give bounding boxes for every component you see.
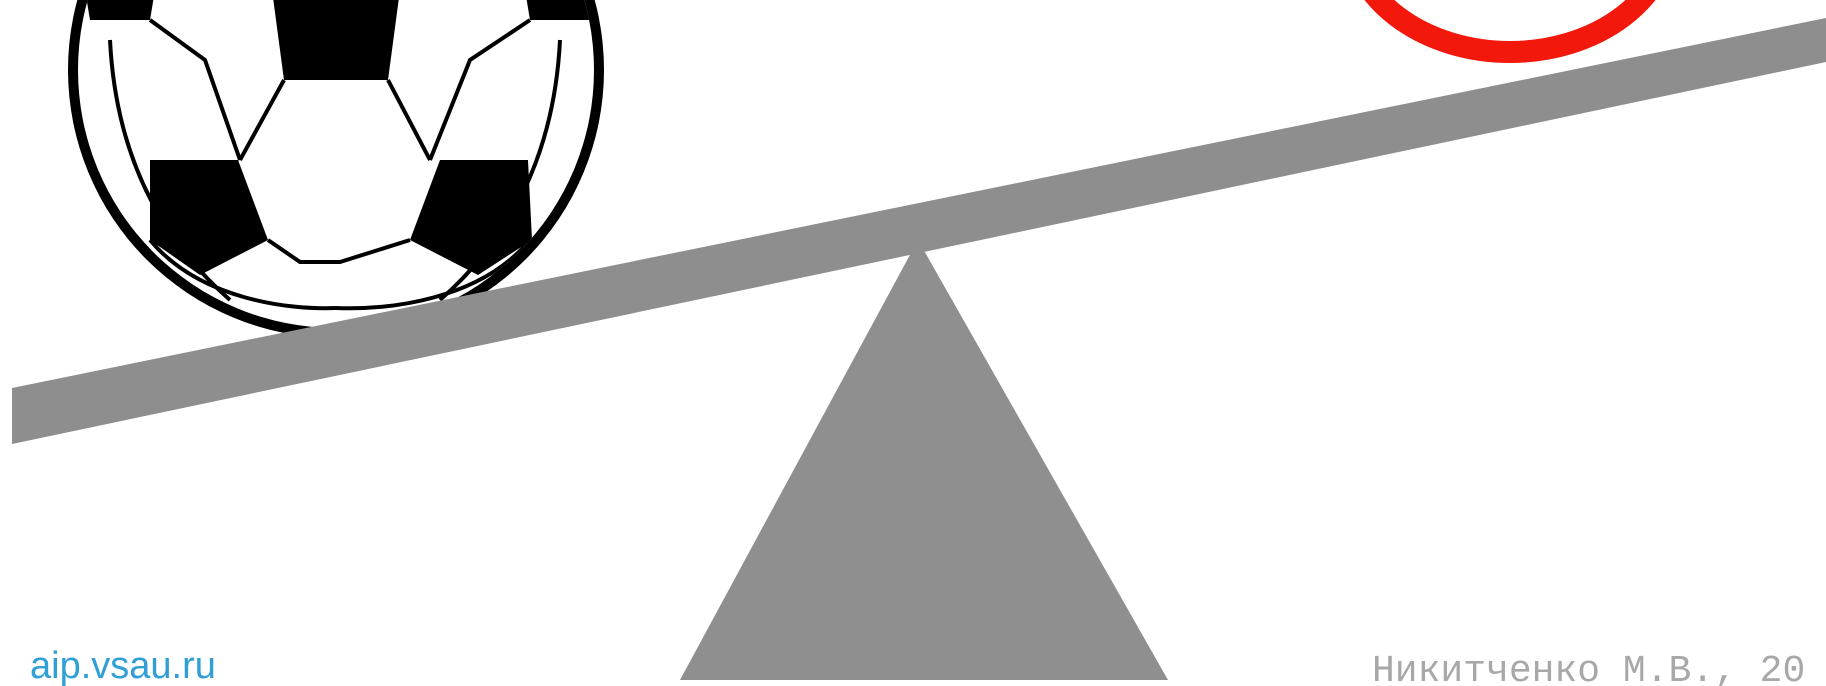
site-link[interactable]: aip.vsau.ru	[30, 646, 216, 686]
seesaw-fulcrum	[680, 240, 1168, 680]
author-credit: Никитченко М.В., 20	[1372, 652, 1805, 686]
red-ring-icon	[1350, 0, 1670, 52]
